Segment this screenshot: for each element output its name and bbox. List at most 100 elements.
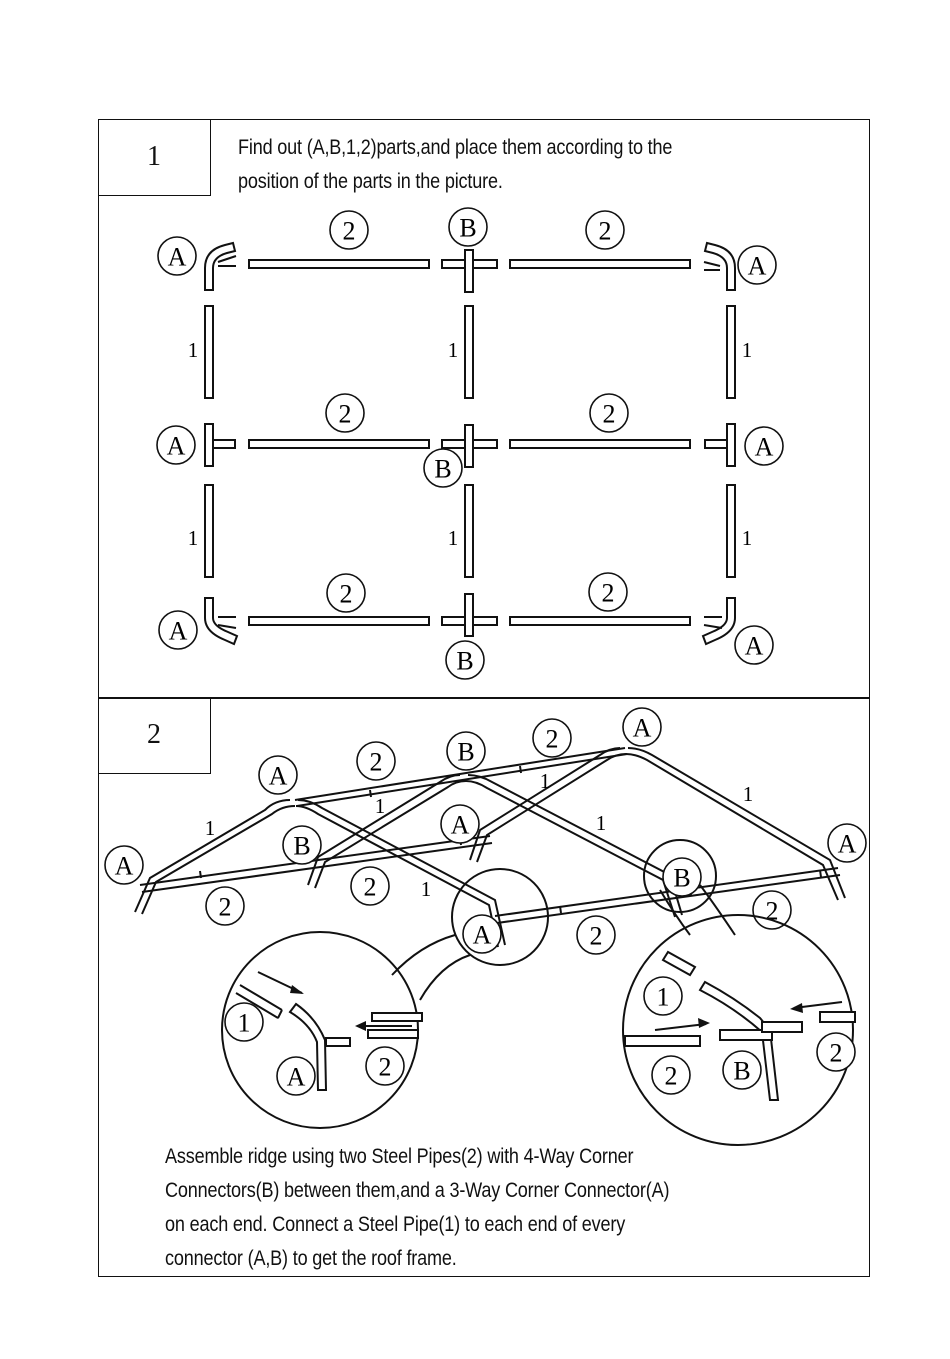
- detail-a-label-2: 2: [365, 1046, 405, 1086]
- frame-label-a-2: A: [258, 755, 298, 795]
- pipe-1-left-lower: [204, 484, 214, 578]
- svg-text:1: 1: [657, 983, 670, 1012]
- callout-circle-b: [643, 839, 717, 913]
- rafter-back-2: [465, 774, 683, 918]
- svg-text:A: A: [168, 243, 187, 272]
- label-b-top: B: [448, 207, 488, 247]
- connector-b-top: [441, 249, 498, 293]
- callout-circle-a: [451, 868, 549, 966]
- step2-instruction-line2: Connectors(B) between them,and a 3-Way C…: [165, 1179, 670, 1202]
- svg-text:A: A: [169, 617, 188, 646]
- pipe-2-top-left: [248, 259, 430, 269]
- frame-label-a-1: A: [104, 845, 144, 885]
- label-1-right-upper: 1: [742, 338, 753, 362]
- pipe-2-top-right: [509, 259, 691, 269]
- svg-text:2: 2: [340, 580, 353, 609]
- frame-label-1-5: 1: [596, 811, 607, 835]
- pipe-2-mid-left: [248, 439, 430, 449]
- detail-a-label-a: A: [276, 1056, 316, 1096]
- svg-text:B: B: [733, 1057, 750, 1086]
- step1-number: 1: [98, 119, 211, 196]
- label-a-mid-left: A: [156, 425, 196, 465]
- rafter-back-3: [625, 747, 846, 901]
- rafter-front-3: [469, 747, 627, 863]
- label-2-bot-left: 2: [326, 573, 366, 613]
- frame-label-2-5: 2: [576, 915, 616, 955]
- pipe-2-bot-left: [248, 616, 430, 626]
- rafter-front-1: [134, 799, 296, 915]
- svg-text:2: 2: [370, 748, 383, 777]
- frame-label-b-2: B: [282, 825, 322, 865]
- step2-number: 2: [98, 697, 211, 774]
- frame-label-a-6: A: [462, 914, 502, 954]
- label-b-bot: B: [445, 640, 485, 680]
- rafter-front-2: [307, 774, 467, 889]
- step2-instruction-line1: Assemble ridge using two Steel Pipes(2) …: [165, 1145, 634, 1168]
- svg-text:A: A: [451, 811, 470, 840]
- frame-label-1-6: 1: [421, 877, 432, 901]
- label-2-top-left: 2: [329, 210, 369, 250]
- connector-a-top-left: [204, 241, 237, 291]
- frame-label-1-4: 1: [743, 782, 754, 806]
- detail-b-label-b: B: [722, 1050, 762, 1090]
- connector-a-mid-left: [204, 423, 236, 467]
- svg-text:A: A: [115, 852, 134, 881]
- frame-label-a-5: A: [827, 823, 867, 863]
- step1-instruction-line1: Find out (A,B,1,2)parts,and place them a…: [238, 136, 673, 159]
- step2-instruction-line4: connector (A,B) to get the roof frame.: [165, 1247, 457, 1270]
- label-1-right-lower: 1: [742, 526, 753, 550]
- svg-text:2: 2: [830, 1039, 843, 1068]
- svg-text:A: A: [287, 1063, 306, 1092]
- frame-label-1-3: 1: [540, 769, 551, 793]
- svg-text:B: B: [457, 738, 474, 767]
- pipe-1-mid-upper: [464, 305, 474, 399]
- frame-label-a-3: A: [440, 804, 480, 844]
- svg-text:2: 2: [546, 725, 559, 754]
- frame-label-b-1: B: [446, 731, 486, 771]
- svg-text:B: B: [673, 864, 690, 893]
- frame-label-1-2: 1: [375, 794, 386, 818]
- label-2-top-right: 2: [585, 210, 625, 250]
- svg-text:A: A: [633, 714, 652, 743]
- label-a-mid-right: A: [744, 426, 784, 466]
- detail-b-label-2-left: 2: [651, 1055, 691, 1095]
- svg-text:A: A: [473, 921, 492, 950]
- label-2-bot-right: 2: [588, 572, 628, 612]
- svg-text:2: 2: [219, 893, 232, 922]
- svg-text:2: 2: [602, 579, 615, 608]
- connector-a-top-right: [703, 241, 736, 291]
- pipe-2-mid-right: [509, 439, 691, 449]
- roof-frame: A A A A A A B B B 2 2 2 2 2 2 1 1 1 1 1 …: [104, 707, 867, 966]
- rafter-back-1: [295, 799, 506, 948]
- parts-layout: A 2 B 2 A A 2 B 2 A 2 2 A B A 1 1 1 1 1 …: [156, 207, 784, 680]
- label-1-left-upper: 1: [188, 338, 199, 362]
- svg-text:1: 1: [238, 1009, 251, 1038]
- svg-text:2: 2: [379, 1053, 392, 1082]
- front-eave-pipe: [139, 835, 493, 893]
- label-2-mid-right: 2: [589, 393, 629, 433]
- svg-text:2: 2: [343, 217, 356, 246]
- svg-text:A: A: [755, 433, 774, 462]
- svg-text:2: 2: [339, 400, 352, 429]
- svg-text:2: 2: [364, 873, 377, 902]
- label-a-top-right: A: [737, 245, 777, 285]
- frame-label-1-1: 1: [205, 816, 216, 840]
- step1-instruction-line2: position of the parts in the picture.: [238, 170, 503, 193]
- frame-label-b-3: B: [662, 857, 702, 897]
- svg-text:2: 2: [590, 922, 603, 951]
- frame-label-a-4: A: [622, 707, 662, 747]
- connector-a-bot-left: [204, 597, 239, 646]
- connector-a-mid-right: [704, 423, 736, 467]
- step1-panel: [98, 119, 870, 699]
- frame-label-2-1: 2: [356, 741, 396, 781]
- connector-b-bot: [441, 593, 498, 637]
- svg-text:B: B: [459, 214, 476, 243]
- frame-label-2-3: 2: [350, 866, 390, 906]
- svg-text:A: A: [838, 830, 857, 859]
- label-1-mid-lower: 1: [448, 526, 459, 550]
- label-a-bot-left: A: [158, 610, 198, 650]
- detail-a-label-1: 1: [224, 1002, 264, 1042]
- svg-text:A: A: [167, 432, 186, 461]
- label-a-bot-right: A: [734, 625, 774, 665]
